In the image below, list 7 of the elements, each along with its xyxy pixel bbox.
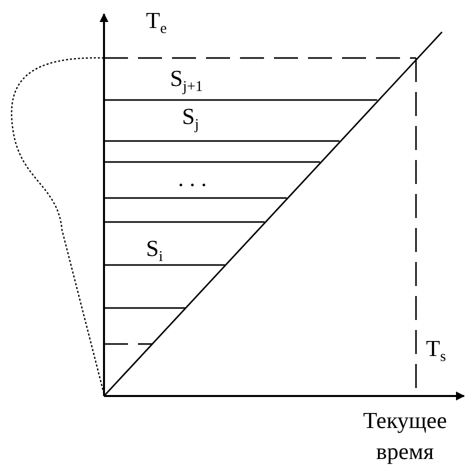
region-label: S$_{i}$ [146,236,163,266]
axis-label: T$_{s}$ [426,336,446,366]
region-label: S$_{j}$ [182,104,199,134]
axis-label: Текущее время [362,407,448,466]
region-label: S$_{j+1}$ [170,66,203,96]
axis-label: T$_{e}$ [146,8,167,38]
ellipsis: . . . [178,166,207,192]
